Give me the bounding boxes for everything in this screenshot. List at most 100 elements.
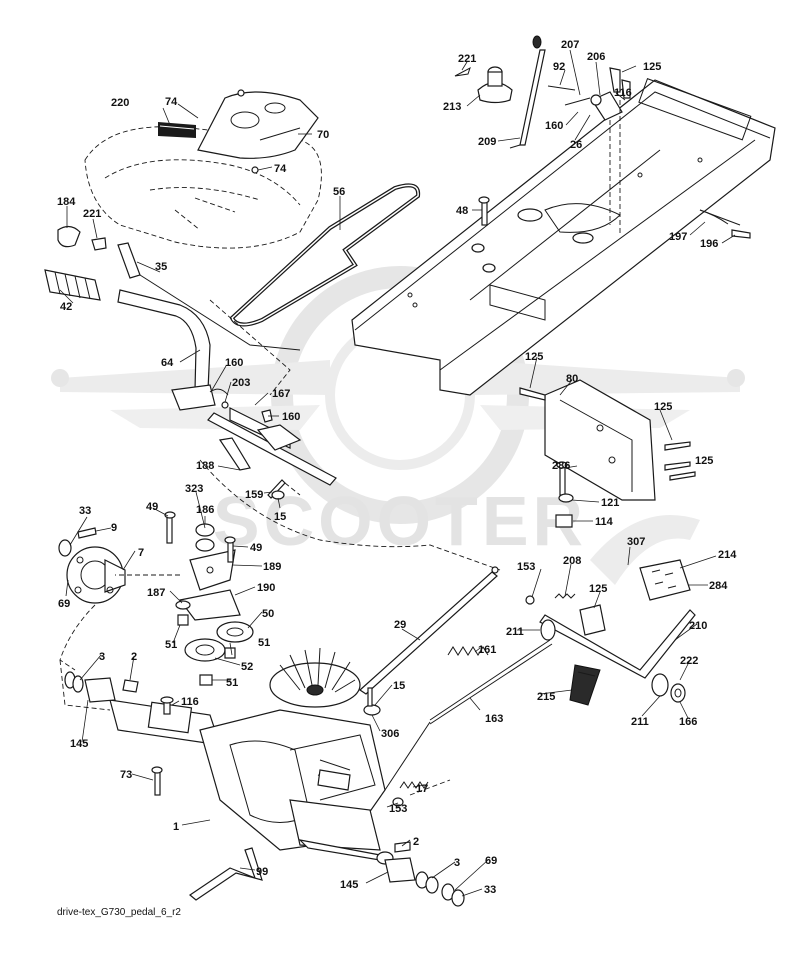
- seat-lever-209: [509, 35, 546, 149]
- callout-190: 190: [257, 582, 275, 594]
- washer-306: [363, 687, 381, 716]
- callout-160: 160: [225, 357, 243, 369]
- callout-92: 92: [553, 61, 565, 73]
- pedal-pad-215: [569, 664, 601, 706]
- callout-206: 206: [587, 51, 605, 63]
- callout-26: 26: [570, 139, 582, 151]
- washer-187: [175, 600, 191, 610]
- rod-29: [359, 566, 499, 695]
- callout-51: 51: [258, 637, 270, 649]
- callout-184: 184: [57, 196, 76, 208]
- callout-159: 159: [245, 489, 263, 501]
- callout-74: 74: [274, 163, 287, 175]
- callout-51: 51: [226, 677, 238, 689]
- idler-bracket-189: [178, 549, 241, 621]
- callout-209: 209: [478, 136, 496, 148]
- spacers-left: [64, 671, 139, 703]
- pulley-52: [184, 638, 226, 662]
- spacers-right: [384, 841, 465, 907]
- callout-15: 15: [274, 511, 286, 523]
- callout-208: 208: [563, 555, 581, 567]
- callout-167: 167: [272, 388, 290, 400]
- callout-220: 220: [111, 97, 129, 109]
- callout-306: 306: [381, 728, 399, 740]
- spring-161: [447, 646, 489, 656]
- callout-74: 74: [165, 96, 178, 108]
- bracket-206: [547, 85, 623, 121]
- bolts-125-right: [664, 441, 696, 481]
- spring-17: [399, 781, 429, 789]
- callout-114: 114: [595, 516, 614, 528]
- callout-222: 222: [680, 655, 698, 667]
- callout-161: 161: [478, 644, 496, 656]
- callout-166: 166: [679, 716, 697, 728]
- nuts-51: [177, 614, 236, 686]
- callout-51: 51: [165, 639, 177, 651]
- callout-125: 125: [654, 401, 672, 413]
- hub-7: [66, 546, 126, 604]
- part-184: [57, 225, 81, 248]
- pedal-214: [639, 559, 691, 601]
- clip-221: [91, 237, 107, 251]
- pedal-arm-210: [539, 609, 696, 679]
- pedal-shaft-assembly: [171, 384, 337, 486]
- pulley-186: [195, 523, 215, 552]
- bolts-49: [164, 511, 236, 563]
- callout-160: 160: [282, 411, 300, 423]
- hood-outline: [84, 126, 322, 249]
- leader-lines: [59, 49, 736, 897]
- bushings-211: [540, 619, 686, 703]
- callout-99: 99: [256, 866, 268, 878]
- callout-207: 207: [561, 39, 579, 51]
- dash-panel: [197, 89, 319, 174]
- callout-186: 186: [196, 504, 214, 516]
- callout-121: 121: [601, 497, 619, 509]
- callout-64: 64: [161, 357, 174, 369]
- callout-52: 52: [241, 661, 253, 673]
- callout-211: 211: [631, 716, 649, 728]
- callout-145: 145: [340, 879, 358, 891]
- callout-33: 33: [484, 884, 496, 896]
- callout-203: 203: [232, 377, 250, 389]
- callout-196: 196: [700, 238, 718, 250]
- callout-48: 48: [456, 205, 468, 217]
- callout-1: 1: [173, 821, 179, 833]
- callout-69: 69: [58, 598, 70, 610]
- callout-labels: 221 213 209 92 207 206 125 116 160 26 22…: [57, 39, 737, 896]
- bolt-286-nut: [555, 461, 574, 528]
- callout-29: 29: [394, 619, 406, 631]
- rod-163: [384, 639, 553, 791]
- callout-15: 15: [393, 680, 405, 692]
- callout-50: 50: [262, 608, 274, 620]
- callout-49: 49: [250, 542, 262, 554]
- callout-307: 307: [627, 536, 645, 548]
- callout-211: 211: [506, 626, 524, 638]
- callout-163: 163: [485, 713, 503, 725]
- bolt-116-trans: [160, 696, 174, 715]
- callout-187: 187: [147, 587, 165, 599]
- callout-160: 160: [545, 120, 563, 132]
- bolt-48: [478, 196, 490, 226]
- callout-213: 213: [443, 101, 461, 113]
- callout-286: 286: [552, 460, 570, 472]
- chassis-frame: [351, 78, 776, 396]
- callout-7: 7: [138, 547, 144, 559]
- callout-125: 125: [643, 61, 661, 73]
- callout-2: 2: [413, 836, 419, 848]
- bracket-125-pedal: [579, 604, 606, 636]
- callout-69: 69: [485, 855, 497, 867]
- callout-35: 35: [155, 261, 167, 273]
- callout-221: 221: [458, 53, 476, 65]
- pulley-50: [216, 621, 254, 643]
- callout-323: 323: [185, 483, 203, 495]
- decal-220: [158, 122, 196, 138]
- bolt-196: [699, 209, 751, 239]
- washer-33-left: [58, 539, 72, 557]
- callout-9: 9: [111, 522, 117, 534]
- callout-221: 221: [83, 208, 101, 220]
- shift-lever: [117, 242, 301, 391]
- callout-3: 3: [99, 651, 105, 663]
- callout-116: 116: [181, 696, 199, 708]
- callout-197: 197: [669, 231, 687, 243]
